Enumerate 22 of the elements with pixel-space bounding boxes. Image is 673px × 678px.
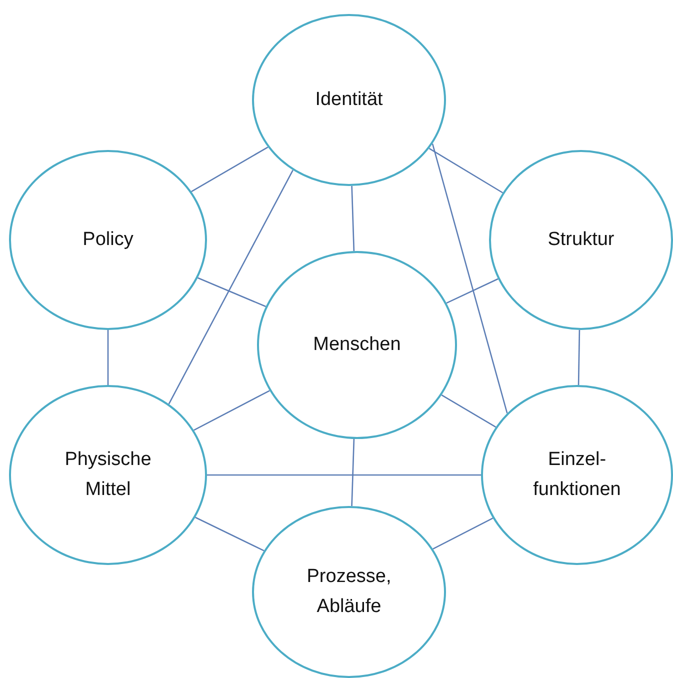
connector-line (198, 277, 266, 308)
connector-line (191, 146, 268, 192)
node-label: Policy (82, 228, 134, 252)
connector-line (441, 394, 496, 428)
connector-line (207, 474, 481, 476)
node-label: Struktur (546, 228, 616, 252)
connector-line (351, 186, 355, 252)
node-label: Einzel- funktionen (532, 448, 622, 502)
connector-line (578, 330, 580, 386)
connector-line (432, 144, 508, 414)
node-label: Prozesse, Abläufe (306, 565, 392, 619)
connector-line (195, 516, 264, 552)
connector-line (428, 148, 504, 194)
connector-line (351, 438, 355, 506)
connector-line (446, 278, 498, 304)
connector-line (107, 330, 109, 385)
connector-line (168, 170, 294, 404)
connector-line (432, 518, 494, 550)
connector-line (194, 390, 270, 431)
node-label: Physische Mittel (64, 448, 152, 502)
node-label: Identität (314, 88, 384, 112)
node-label: Menschen (312, 333, 402, 357)
